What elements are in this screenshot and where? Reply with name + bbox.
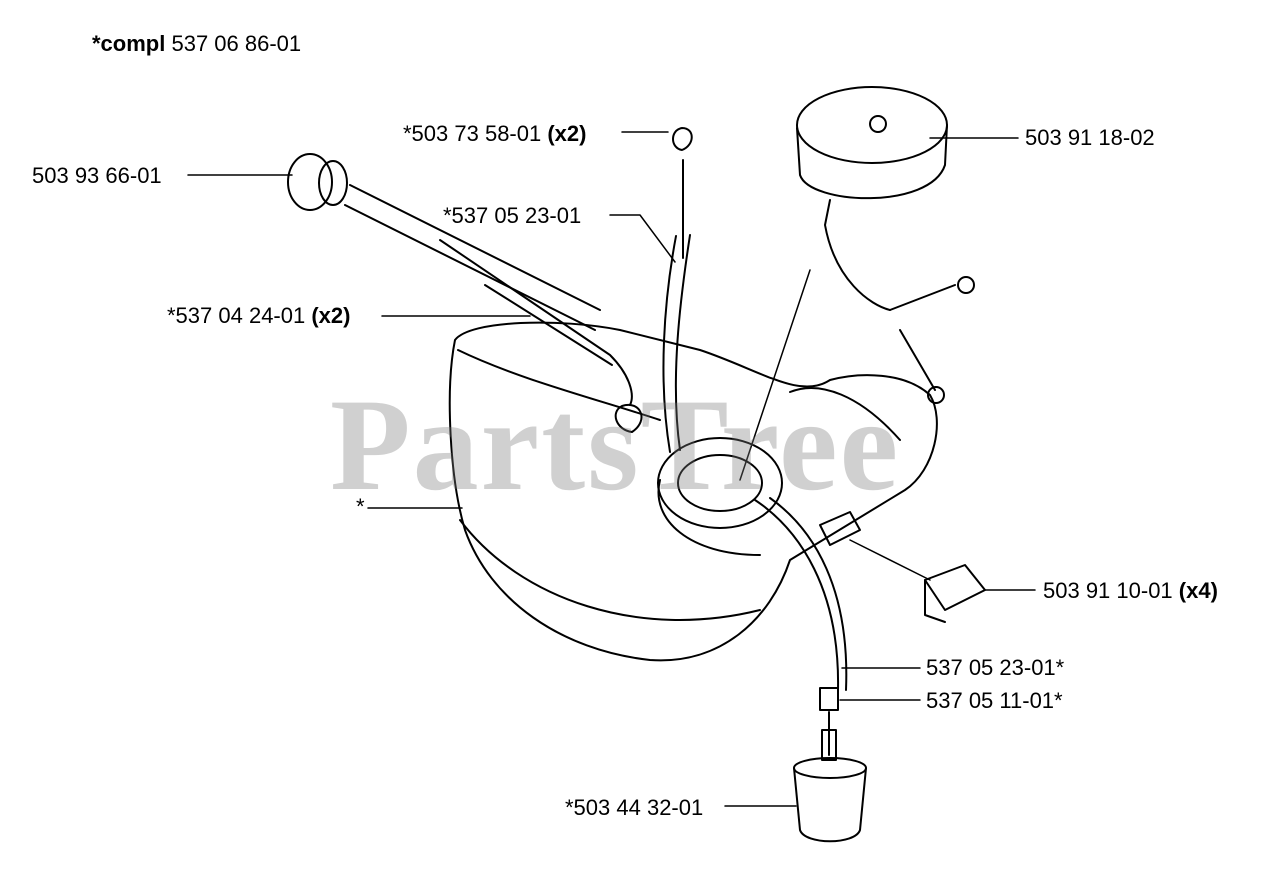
callout-rubber-mount-qty: (x4) xyxy=(1178,578,1218,603)
callout-rubber-mount-part: 503 91 10-01 xyxy=(1043,578,1173,603)
callout-fuel-hoses[interactable]: *537 04 24-01 (x2) xyxy=(167,304,350,328)
fuel-tank-illustration xyxy=(448,321,938,662)
callout-rubber-mount[interactable]: 503 91 10-01 (x4) xyxy=(1043,579,1218,603)
leader-vent-hose xyxy=(609,214,676,263)
vent-hose-illustration xyxy=(614,127,693,453)
callout-fuel-cap[interactable]: 503 91 18-02 xyxy=(1025,125,1155,150)
callout-fitting[interactable]: 537 05 11-01* xyxy=(926,688,1063,713)
callout-vent-valve-qty: (x2) xyxy=(547,121,587,146)
callout-fuel-filter[interactable]: *503 44 32-01 xyxy=(565,795,704,820)
fuel-line-illustration xyxy=(754,497,848,761)
callout-fuel-hoses-part: *537 04 24-01 xyxy=(167,303,306,328)
fuel-cap-illustration xyxy=(796,86,975,404)
filler-neck-illustration xyxy=(657,437,783,556)
fuel-filter-illustration xyxy=(793,757,867,843)
leader-rubber-mount xyxy=(849,539,931,581)
callout-fuel-line[interactable]: 537 05 23-01* xyxy=(926,655,1065,680)
callout-fuel-hoses-qty: (x2) xyxy=(311,303,351,328)
leader-cap-tether xyxy=(739,269,811,481)
callout-vent-hose[interactable]: *537 05 23-01 xyxy=(443,203,582,228)
header-label: *compl 537 06 86-01 xyxy=(92,32,301,56)
callout-tank[interactable]: * xyxy=(356,494,365,519)
header-prefix: *compl xyxy=(92,31,166,56)
watermark: PartsTree xyxy=(330,371,901,518)
callout-primer-bulb[interactable]: 503 93 66-01 xyxy=(32,163,162,188)
callout-vent-valve-part: *503 73 58-01 xyxy=(403,121,542,146)
primer-bulb-illustration xyxy=(287,153,633,406)
callout-vent-valve[interactable]: *503 73 58-01 (x2) xyxy=(403,122,586,146)
header-part-number: 537 06 86-01 xyxy=(171,31,302,56)
